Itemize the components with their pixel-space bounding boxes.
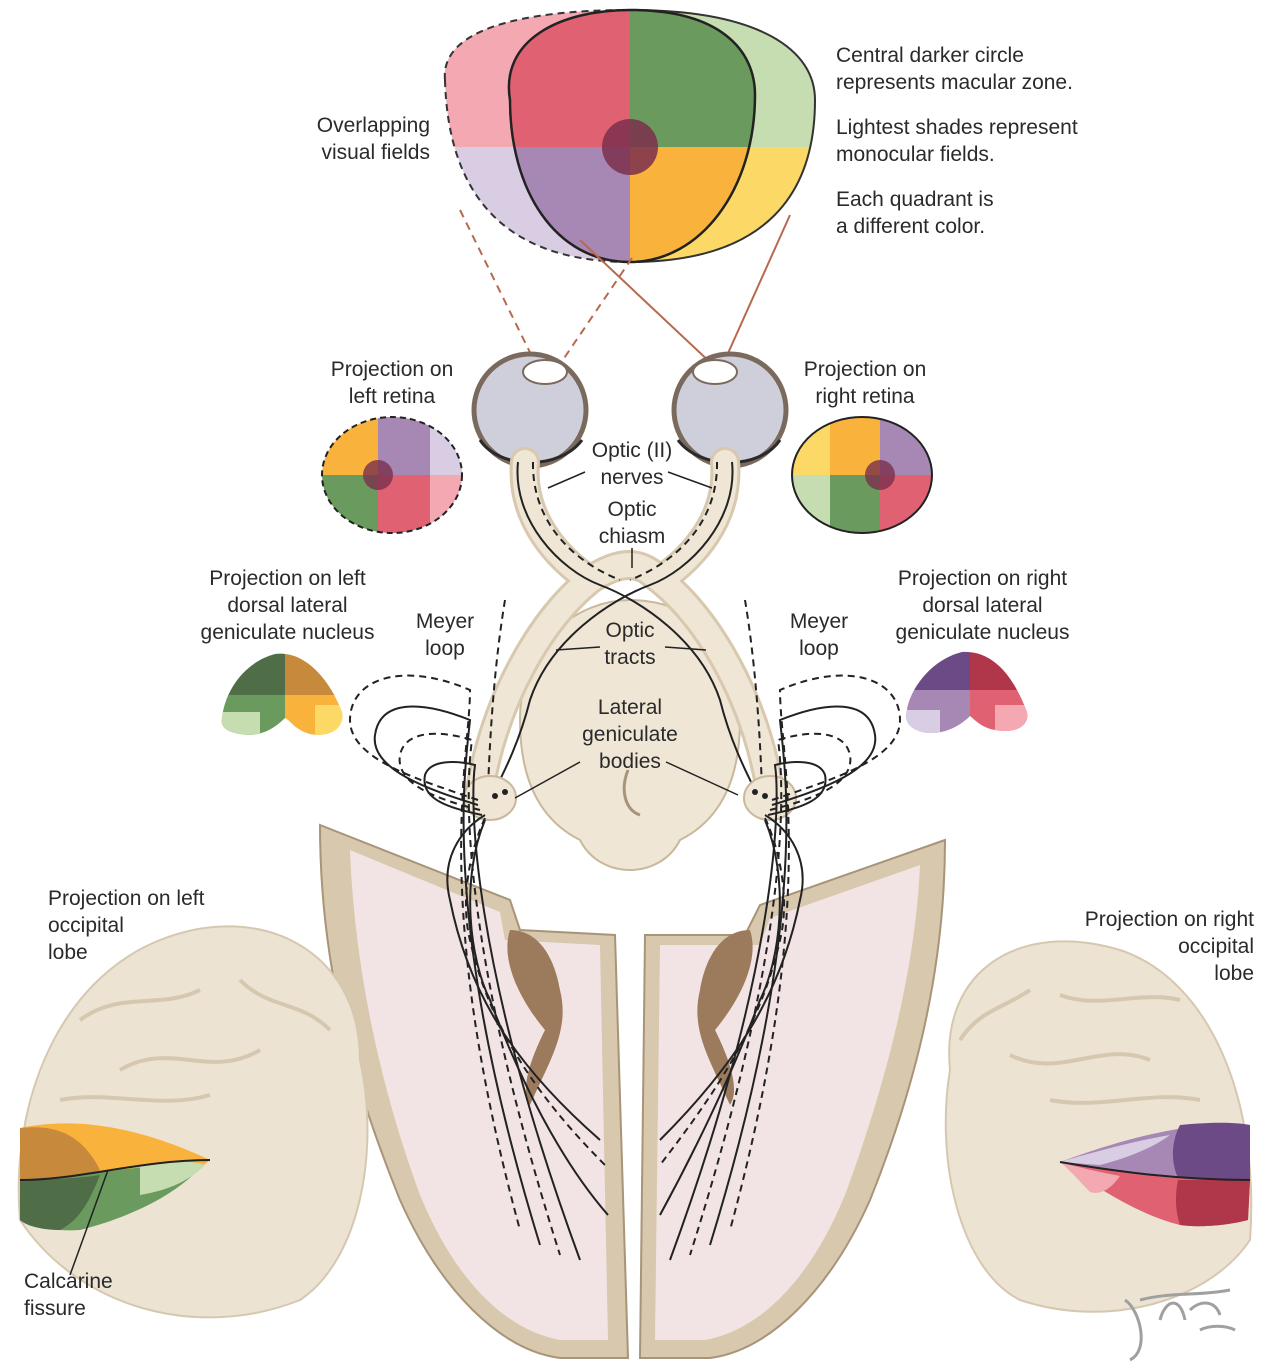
signature-icon — [1124, 1288, 1236, 1362]
left-retina-projection — [321, 416, 463, 534]
leader-lines — [514, 471, 739, 799]
right-eye-icon — [671, 351, 789, 469]
label-projection-right-lgn: Projection on right dorsal lateral genic… — [895, 567, 1070, 644]
right-retina-projection — [791, 416, 933, 534]
label-optic-tracts: Optic tracts — [604, 619, 656, 669]
label-central-darker-circle: Central darker circle represents macular… — [836, 44, 1073, 94]
label-each-quadrant: Each quadrant is a different color. — [836, 188, 994, 238]
label-optic-chiasm: Optic chiasm — [598, 498, 666, 548]
label-overlapping-visual-fields: Overlapping visual fields — [316, 114, 430, 164]
label-projection-right-occipital: Projection on right occipital lobe — [1084, 908, 1254, 985]
brain-section-icon — [318, 823, 947, 1359]
macula-icon — [602, 119, 658, 175]
label-projection-left-occipital: Projection on left occipital lobe — [48, 887, 205, 964]
label-projection-left-retina: Projection on left retina — [330, 358, 454, 408]
label-calcarine-fissure: Calcarine fissure — [24, 1270, 113, 1320]
midbrain-icon — [518, 598, 742, 871]
optic-radiations — [348, 674, 902, 1261]
label-lightest-shades: Lightest shades represent monocular fiel… — [836, 116, 1078, 166]
left-eye-icon — [471, 351, 589, 469]
left-occipital-lobe-icon — [17, 925, 369, 1319]
label-lateral-geniculate-bodies: Lateral geniculate bodies — [582, 696, 678, 773]
label-optic-nerves: Optic (II) nerves — [591, 439, 673, 489]
label-projection-left-lgn: Projection on left dorsal lateral genicu… — [200, 567, 375, 644]
optic-pathway — [465, 447, 785, 805]
label-meyer-loop-left: Meyer loop — [415, 610, 475, 660]
right-occipital-lobe-icon — [944, 940, 1253, 1313]
lateral-geniculate-icon — [463, 775, 797, 821]
label-meyer-loop-right: Meyer loop — [789, 610, 849, 660]
left-lgn-projection — [221, 653, 343, 735]
right-lgn-projection — [906, 651, 1028, 734]
visual-fields — [443, 8, 817, 264]
label-projection-right-retina: Projection on right retina — [803, 358, 927, 408]
